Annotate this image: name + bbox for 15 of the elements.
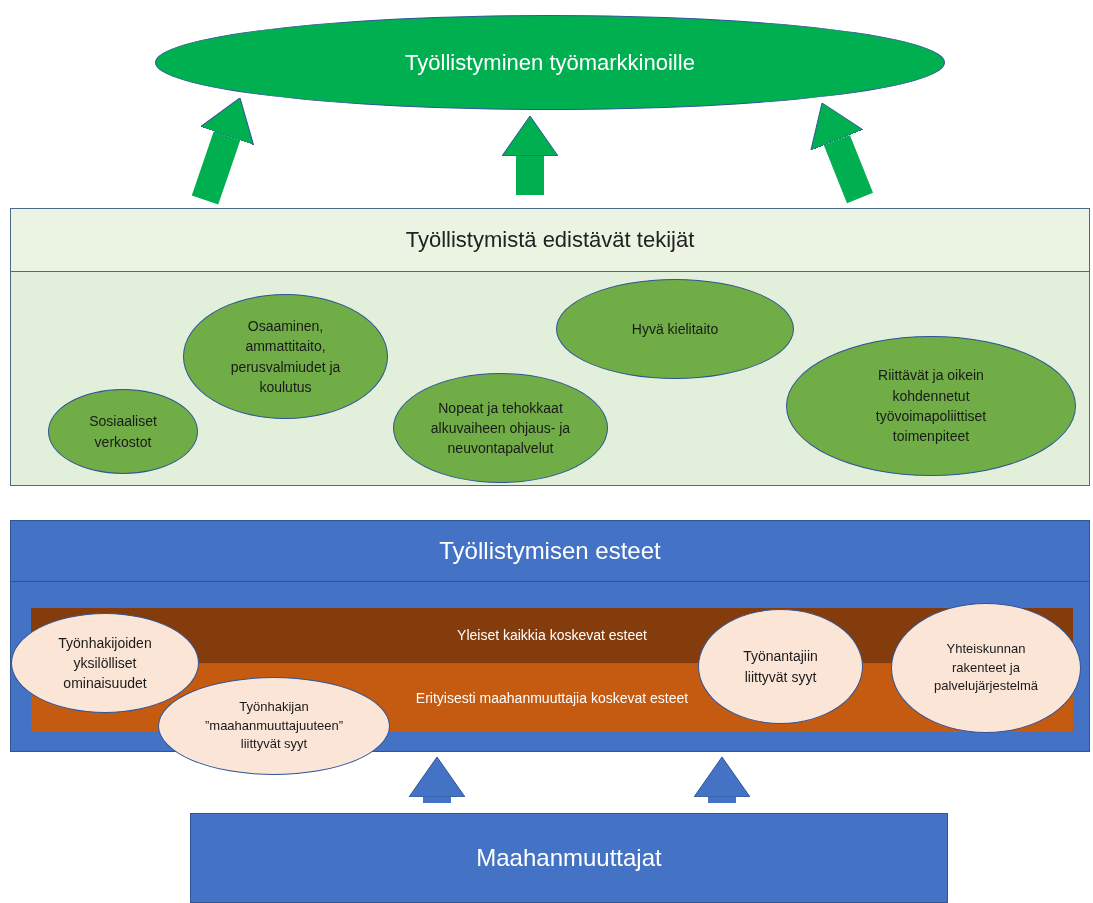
block-arrow [191,97,254,205]
group-box: Maahanmuuttajat [190,813,948,903]
block-arrow [693,756,751,803]
factor-ellipse: Nopeat ja tehokkaat alkuvaiheen ohjaus- ja neuvontapalvelut [393,373,608,483]
factor-ellipse: Riittävät ja oikein kohdennetut työvoimapoliittiset toimenpiteet [786,336,1076,476]
block-arrow [810,102,873,204]
barrier-panel [10,520,1090,752]
factor-ellipse: Hyvä kielitaito [556,279,794,379]
panel-heading: Työllistymistä edistävät tekijät [10,208,1090,272]
goal-ellipse: Työllistyminen työmarkkinoille [155,15,945,110]
block-arrow [408,756,466,803]
block-arrow [501,115,559,195]
factor-ellipse: Sosiaaliset verkostot [48,389,198,474]
factor-ellipse: Osaaminen, ammattitaito, perusvalmiudet ja koulutus [183,294,388,419]
factor-panel [10,208,1090,486]
